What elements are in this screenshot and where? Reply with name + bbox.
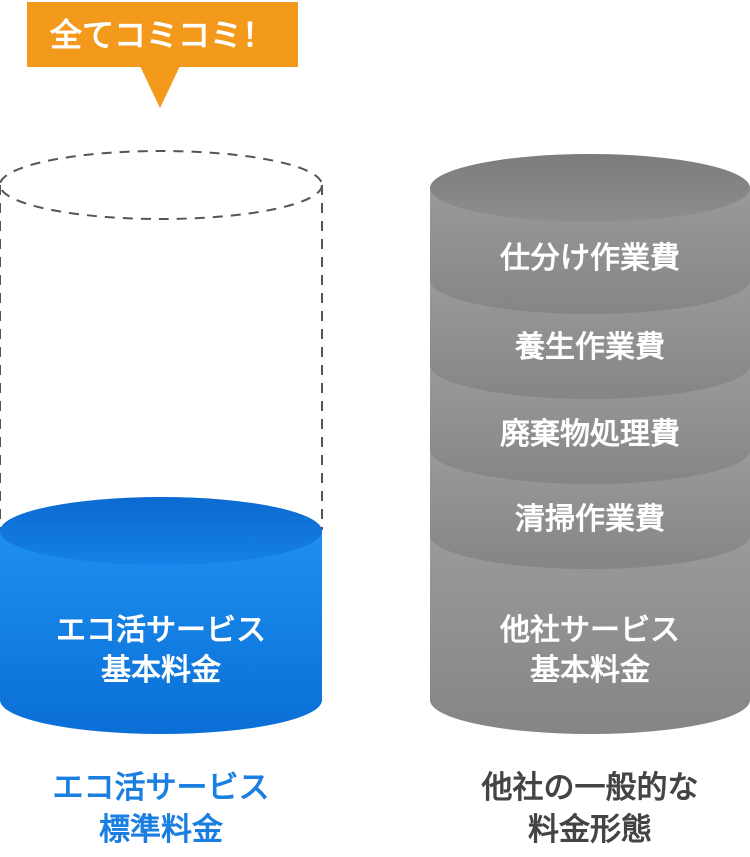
eco-base-label-1: エコ活サービス <box>56 613 266 648</box>
eco-base-label-2: 基本料金 <box>101 653 222 688</box>
eco-base-top <box>0 497 322 565</box>
other-caption-1: 他社の一般的な <box>481 770 699 806</box>
other-base-body <box>430 535 750 734</box>
other-base-label-2: 基本料金 <box>530 653 651 688</box>
eco-cylinder: エコ活サービス 基本料金 <box>0 150 323 734</box>
other-segment-top <box>430 154 750 222</box>
other-caption-2: 料金形態 <box>528 812 652 848</box>
other-base-label-1: 他社サービス <box>499 613 680 648</box>
other-cylinder: 他社サービス 基本料金 清掃作業費 廃棄物処理費 養生作業費 仕分け作業費 <box>430 154 750 734</box>
other-segment-body <box>430 280 750 399</box>
callout-text: 全てコミコミ！ <box>49 16 274 54</box>
eco-caption-2: 標準料金 <box>99 812 224 848</box>
segment-label-disposal: 廃棄物処理費 <box>500 417 680 452</box>
eco-base-body <box>0 531 322 734</box>
other-segment-body <box>430 365 750 484</box>
eco-dashed-top <box>0 150 323 220</box>
segment-label-cleaning: 清掃作業費 <box>515 502 665 537</box>
callout-pointer <box>140 66 180 108</box>
segment-label-sorting: 仕分け作業費 <box>499 241 680 276</box>
other-segment-body <box>430 188 750 314</box>
callout-bubble: 全てコミコミ！ <box>27 2 298 108</box>
eco-caption-1: エコ活サービス <box>53 770 270 806</box>
callout-box <box>27 2 298 67</box>
segment-label-protection: 養生作業費 <box>514 330 665 365</box>
other-segment-body <box>430 450 750 569</box>
